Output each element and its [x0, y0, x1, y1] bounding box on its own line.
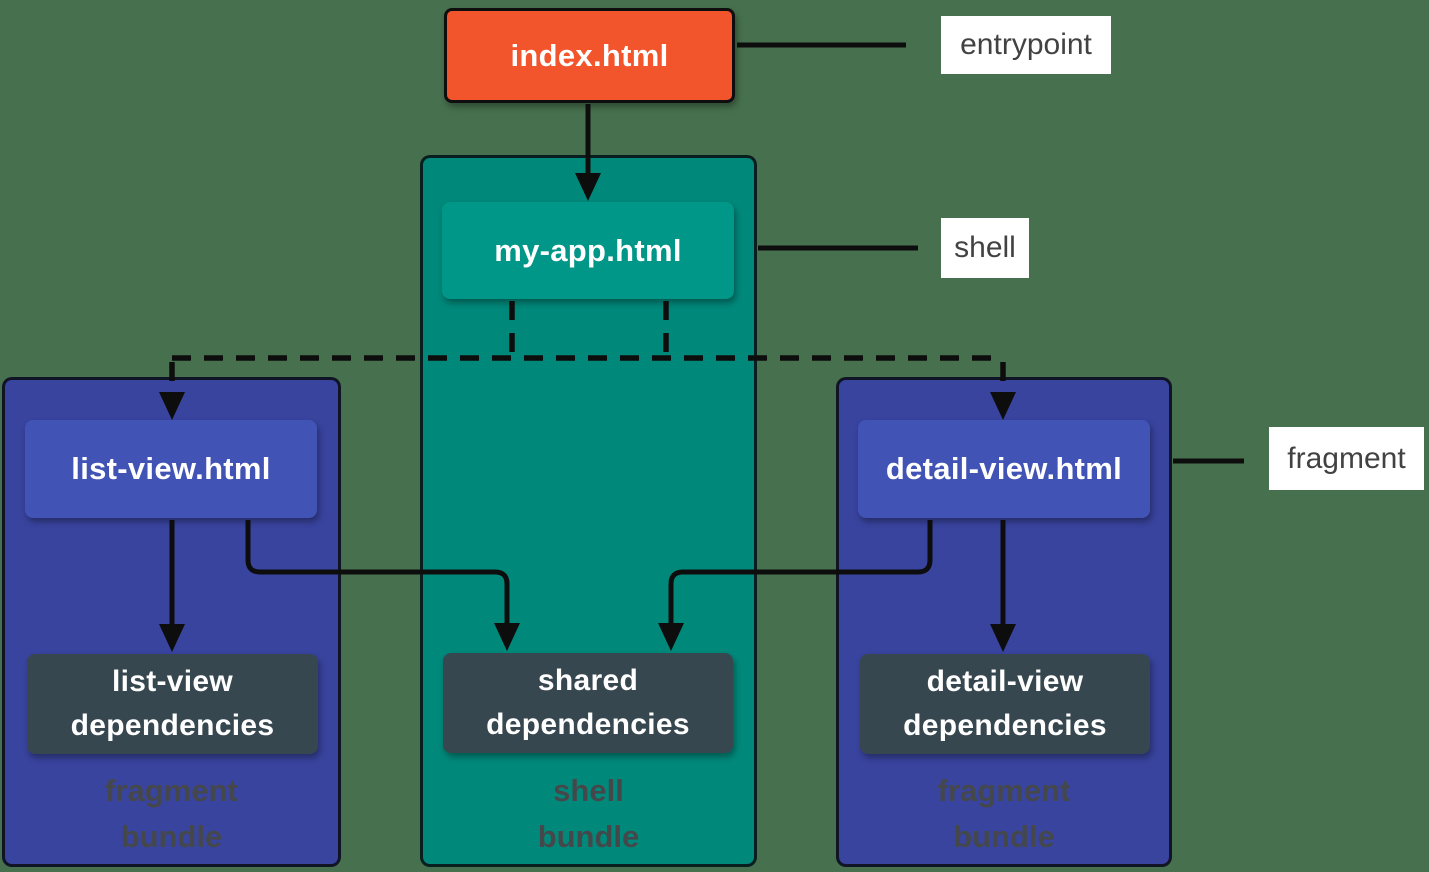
annotation-shell: shell [941, 218, 1029, 278]
node-label: dependencies [486, 708, 690, 741]
node-label: shared [537, 664, 639, 697]
node-label: my-app.html [494, 232, 682, 268]
node-label: detail-view [926, 665, 1084, 698]
fragment-bundle-left-caption: fragment bundle [2, 768, 341, 860]
annotation-fragment: fragment [1269, 427, 1424, 490]
node-list-view-dependencies: list-view dependencies [27, 654, 318, 754]
annotation-text: shell [954, 231, 1016, 264]
fragment-bundle-right-caption: fragment bundle [836, 768, 1172, 860]
annotation-text: entrypoint [960, 28, 1092, 61]
node-label: list-view [111, 665, 234, 698]
annotation-text: fragment [1287, 441, 1406, 475]
caption-line: bundle [537, 819, 640, 854]
caption-line: fragment [937, 773, 1071, 808]
shell-bundle-caption: shell bundle [420, 768, 757, 860]
node-list-view-html: list-view.html [25, 420, 317, 518]
caption-line: shell [553, 773, 624, 808]
node-shared-dependencies: shared dependencies [443, 653, 733, 753]
node-detail-view-html: detail-view.html [858, 420, 1150, 518]
annotation-entrypoint: entrypoint [941, 16, 1111, 74]
node-my-app-html: my-app.html [442, 202, 734, 299]
node-index-html: index.html [444, 8, 735, 103]
caption-line: bundle [120, 819, 223, 854]
node-label: list-view.html [71, 451, 271, 486]
caption-line: fragment [105, 773, 238, 808]
node-label: index.html [510, 37, 669, 73]
node-detail-view-dependencies: detail-view dependencies [860, 654, 1150, 754]
node-label: dependencies [70, 709, 275, 742]
caption-line: bundle [953, 819, 1055, 854]
node-label: dependencies [903, 709, 1107, 742]
node-label: detail-view.html [885, 451, 1123, 486]
